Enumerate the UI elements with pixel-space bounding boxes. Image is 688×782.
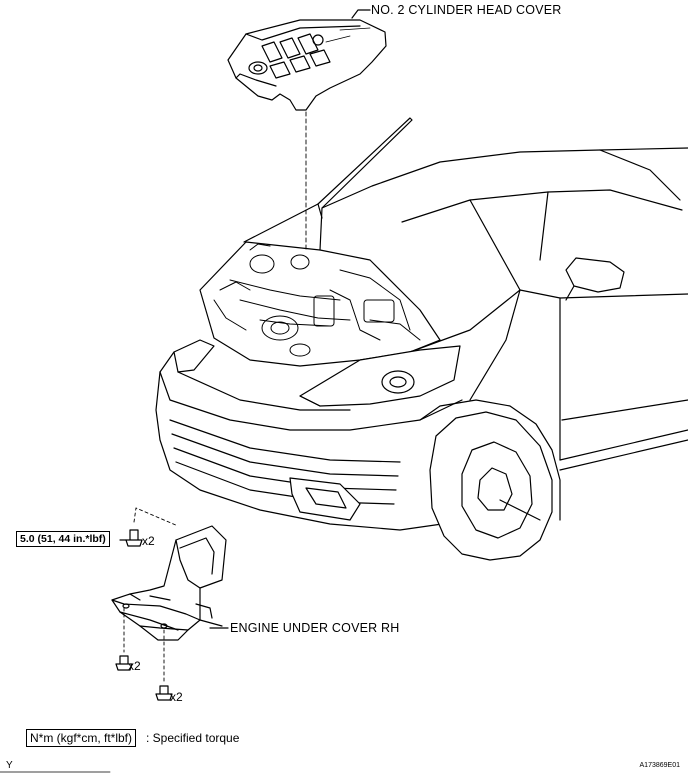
legend-description: : Specified torque — [146, 731, 240, 745]
bolt-middle — [115, 655, 133, 671]
head-cover-leader — [305, 9, 371, 251]
legend-unit-box: N*m (kgf*cm, ft*lbf) — [26, 729, 137, 747]
corner-mark: Y — [6, 760, 13, 771]
bolt-leaders — [123, 507, 179, 683]
torque-spec-box: 5.0 (51, 44 in.*lbf) — [16, 531, 110, 547]
qty-mid-bolt: x2 — [128, 659, 141, 673]
bolt-top — [125, 529, 143, 547]
cylinder-head-cover — [227, 19, 387, 111]
engine-under-cover-rh — [111, 525, 227, 641]
qty-top-bolt: x2 — [142, 534, 155, 548]
under-cover-label: ENGINE UNDER COVER RH — [230, 621, 400, 635]
head-cover-label: NO. 2 CYLINDER HEAD COVER — [371, 3, 562, 17]
bolt-bottom — [155, 685, 173, 701]
vehicle-body — [155, 117, 688, 561]
figure-id: A173869E01 — [639, 762, 680, 769]
qty-bottom-bolt: x2 — [170, 690, 183, 704]
